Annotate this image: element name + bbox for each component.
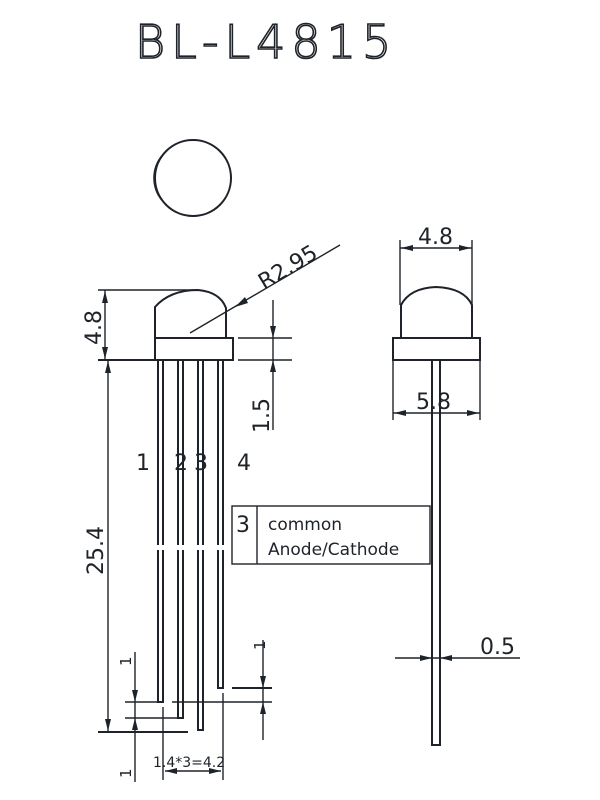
note-line2: Anode/Cathode	[268, 540, 399, 560]
pin-note-box	[231, 505, 431, 565]
note-line1: common	[268, 515, 342, 535]
dim-height-front: 4.8	[82, 310, 107, 345]
pin-4: 4	[237, 451, 251, 476]
pin-1: 1	[136, 451, 150, 476]
top-view	[153, 139, 232, 217]
front-view	[98, 244, 341, 782]
dim-lead-gap-left: 1	[117, 656, 135, 666]
dim-pitch: 1.4*3=4.2	[153, 755, 225, 771]
dim-radius: R2.95	[254, 241, 322, 296]
drawing-title: BL-L4815	[135, 15, 397, 69]
dim-lead-gap-left-bottom: 1	[117, 768, 135, 778]
dim-flange-width: 5.8	[416, 390, 451, 415]
dim-lead-length: 25.4	[84, 526, 109, 575]
pin-3: 3	[194, 451, 208, 476]
dim-lead-gap-right: 1	[251, 640, 269, 650]
note-pin-number: 3	[236, 513, 250, 538]
dim-lead-width: 0.5	[480, 635, 515, 660]
pin-2: 2	[174, 451, 188, 476]
side-view	[392, 240, 520, 746]
dim-flange: 1.5	[250, 398, 275, 433]
dim-side-width: 4.8	[418, 225, 453, 250]
